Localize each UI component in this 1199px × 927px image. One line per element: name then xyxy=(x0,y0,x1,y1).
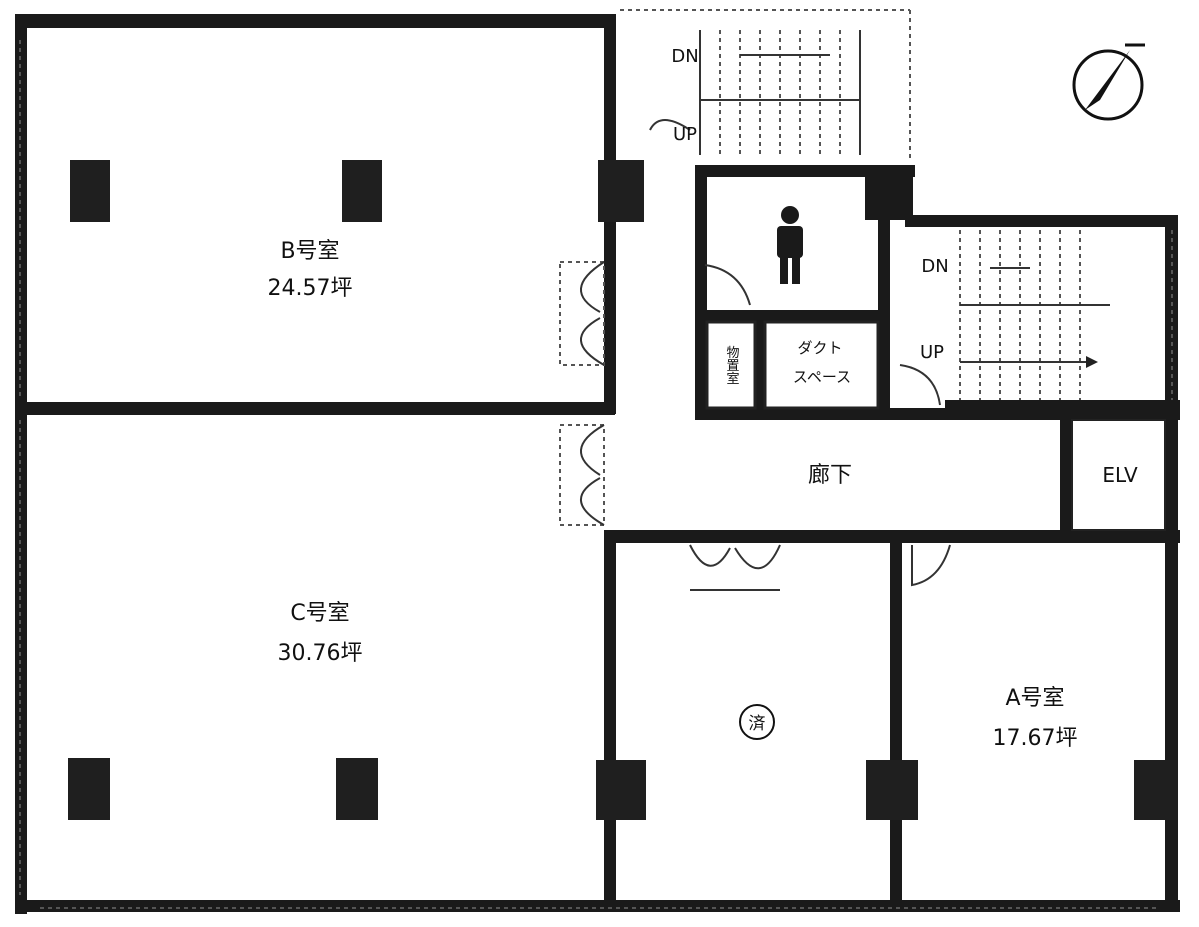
room-c-name: C号室 xyxy=(290,601,349,626)
stair1-dn-label: DN xyxy=(671,46,698,67)
columns xyxy=(68,160,1178,820)
wall-right xyxy=(1165,215,1178,912)
column xyxy=(866,760,918,820)
wall-wc-left xyxy=(695,165,707,420)
wall-elv-left xyxy=(1060,420,1072,535)
stair-2 xyxy=(959,230,1110,400)
room-b-area: 24.57坪 xyxy=(268,276,353,301)
corridor-label: 廊下 xyxy=(808,463,852,488)
wall-mid-divider xyxy=(890,530,902,910)
column xyxy=(598,160,644,222)
wall-top-left xyxy=(15,14,615,28)
stair1-up-label: UP xyxy=(673,124,697,145)
room-b-name: B号室 xyxy=(280,239,339,264)
stair2-up-label: UP xyxy=(920,342,944,363)
column xyxy=(70,160,110,222)
storage-label: 物置室 xyxy=(724,346,740,385)
room-a-name: A号室 xyxy=(1005,686,1064,711)
column xyxy=(342,160,382,222)
duct-label-2: スペース xyxy=(793,368,851,386)
wc-label: 済 xyxy=(749,714,766,734)
wall-corridor-top xyxy=(695,408,1180,420)
storage-room xyxy=(705,320,757,410)
outer-walls xyxy=(15,14,1180,914)
wc-circle xyxy=(739,704,775,740)
doors xyxy=(559,261,951,591)
window-lines xyxy=(19,9,1173,909)
arrow-right-icon xyxy=(1086,356,1098,368)
duct-label: ダクト xyxy=(797,339,842,357)
room-a-area: 17.67坪 xyxy=(993,726,1078,751)
wall-wc-bottom xyxy=(695,310,890,322)
elevator-label: ELV xyxy=(1102,463,1138,487)
column xyxy=(336,758,378,820)
stair-1 xyxy=(649,30,861,155)
toilet-person-icon xyxy=(777,206,803,284)
wall-b-c-divider xyxy=(15,402,615,415)
room-c-area: 30.76坪 xyxy=(278,641,363,666)
duct-space xyxy=(763,320,880,410)
elevator-box xyxy=(1071,419,1166,531)
wall-wc-top xyxy=(695,165,915,177)
column xyxy=(596,760,646,820)
wall-wc-corner xyxy=(865,165,913,220)
column xyxy=(1134,760,1178,820)
north-arrow-icon xyxy=(1072,43,1145,121)
wall-stair2-bottom xyxy=(945,400,1180,410)
wall-stair2-top xyxy=(905,215,1178,227)
stair2-dn-label: DN xyxy=(921,256,948,277)
column xyxy=(68,758,110,820)
wall-duct-left xyxy=(755,310,765,420)
wall-c-right xyxy=(604,530,616,910)
wall-bottom xyxy=(15,900,1180,912)
